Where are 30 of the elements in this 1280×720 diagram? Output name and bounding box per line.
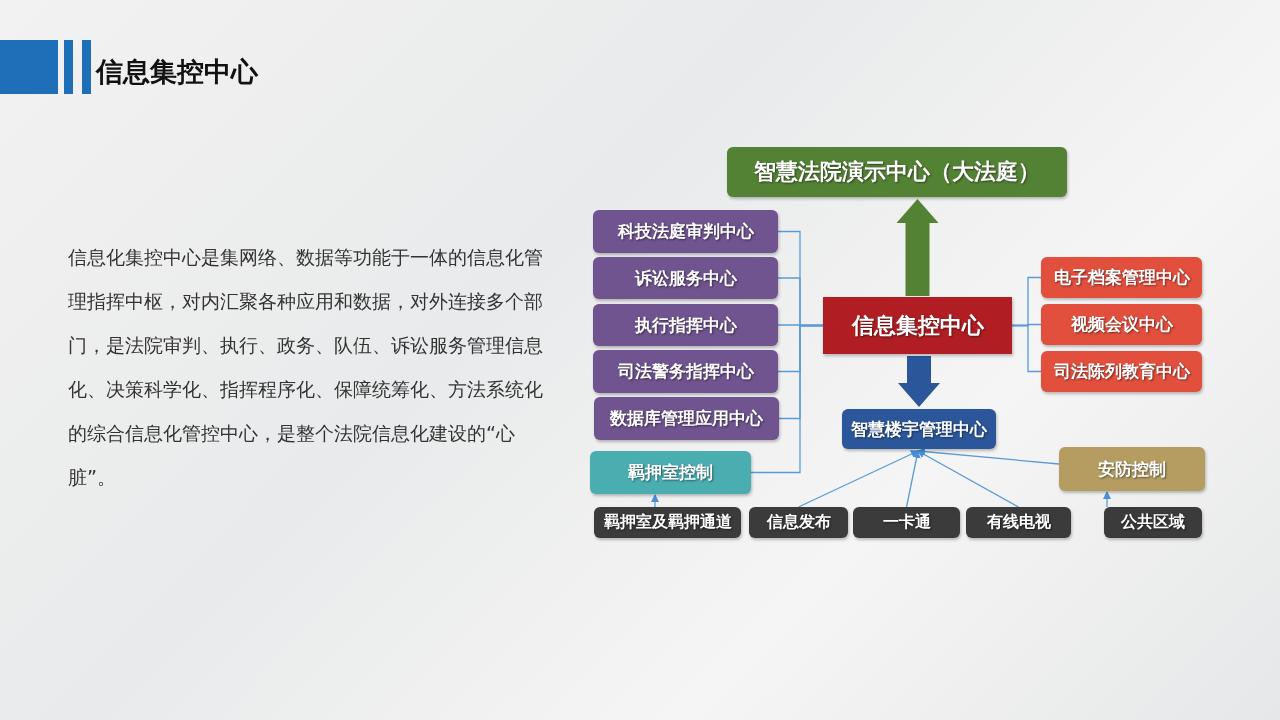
- slide-title: 信息集控中心: [96, 55, 258, 89]
- hub-box: 信息集控中心: [823, 297, 1012, 354]
- center-box: 数据库管理应用中心: [594, 397, 779, 440]
- center-box: 科技法庭审判中心: [593, 210, 778, 253]
- hall-box: 智慧法院演示中心（大法庭）: [727, 147, 1067, 197]
- arrow: [917, 447, 1060, 465]
- center-box: 电子档案管理中心: [1041, 257, 1202, 298]
- system-box: 一卡通: [853, 507, 960, 538]
- system-box: 信息发布: [749, 507, 848, 538]
- arrow: [651, 494, 659, 508]
- block-arrow: [896, 199, 939, 296]
- control-box: 安防控制: [1059, 447, 1205, 491]
- center-box: 司法陈列教育中心: [1041, 351, 1202, 392]
- bracket-line: [750, 324, 824, 474]
- arrow: [1103, 491, 1111, 508]
- arrow: [917, 450, 1020, 508]
- control-box: 羁押室控制: [590, 451, 751, 494]
- center-box: 司法警务指挥中心: [593, 350, 778, 393]
- management-box: 智慧楼宇管理中心: [842, 409, 996, 449]
- description-text: 信息化集控中心是集网络、数据等功能于一体的信息化管理指挥中枢，对内汇聚各种应用和数据，对外连接多个部门，是法院审判、执行、政务、队伍、诉讼服务管理信息化、决策科学化、指挥程序化、保障统筹化、方法系统化的综合信息化管控中心，是整个法院信息化建设的“心脏”。: [68, 245, 544, 491]
- center-box: 执行指挥中心: [593, 304, 778, 346]
- block-arrow: [898, 356, 940, 407]
- system-box: 有线电视: [966, 507, 1071, 538]
- bracket-line: [1011, 324, 1042, 373]
- center-box: 视频会议中心: [1041, 304, 1202, 345]
- center-box: 诉讼服务中心: [593, 257, 778, 299]
- arrow: [905, 450, 921, 508]
- arrow: [797, 450, 919, 508]
- area-box: 羁押室及羁押通道: [594, 507, 741, 538]
- area-box: 公共区域: [1104, 507, 1202, 538]
